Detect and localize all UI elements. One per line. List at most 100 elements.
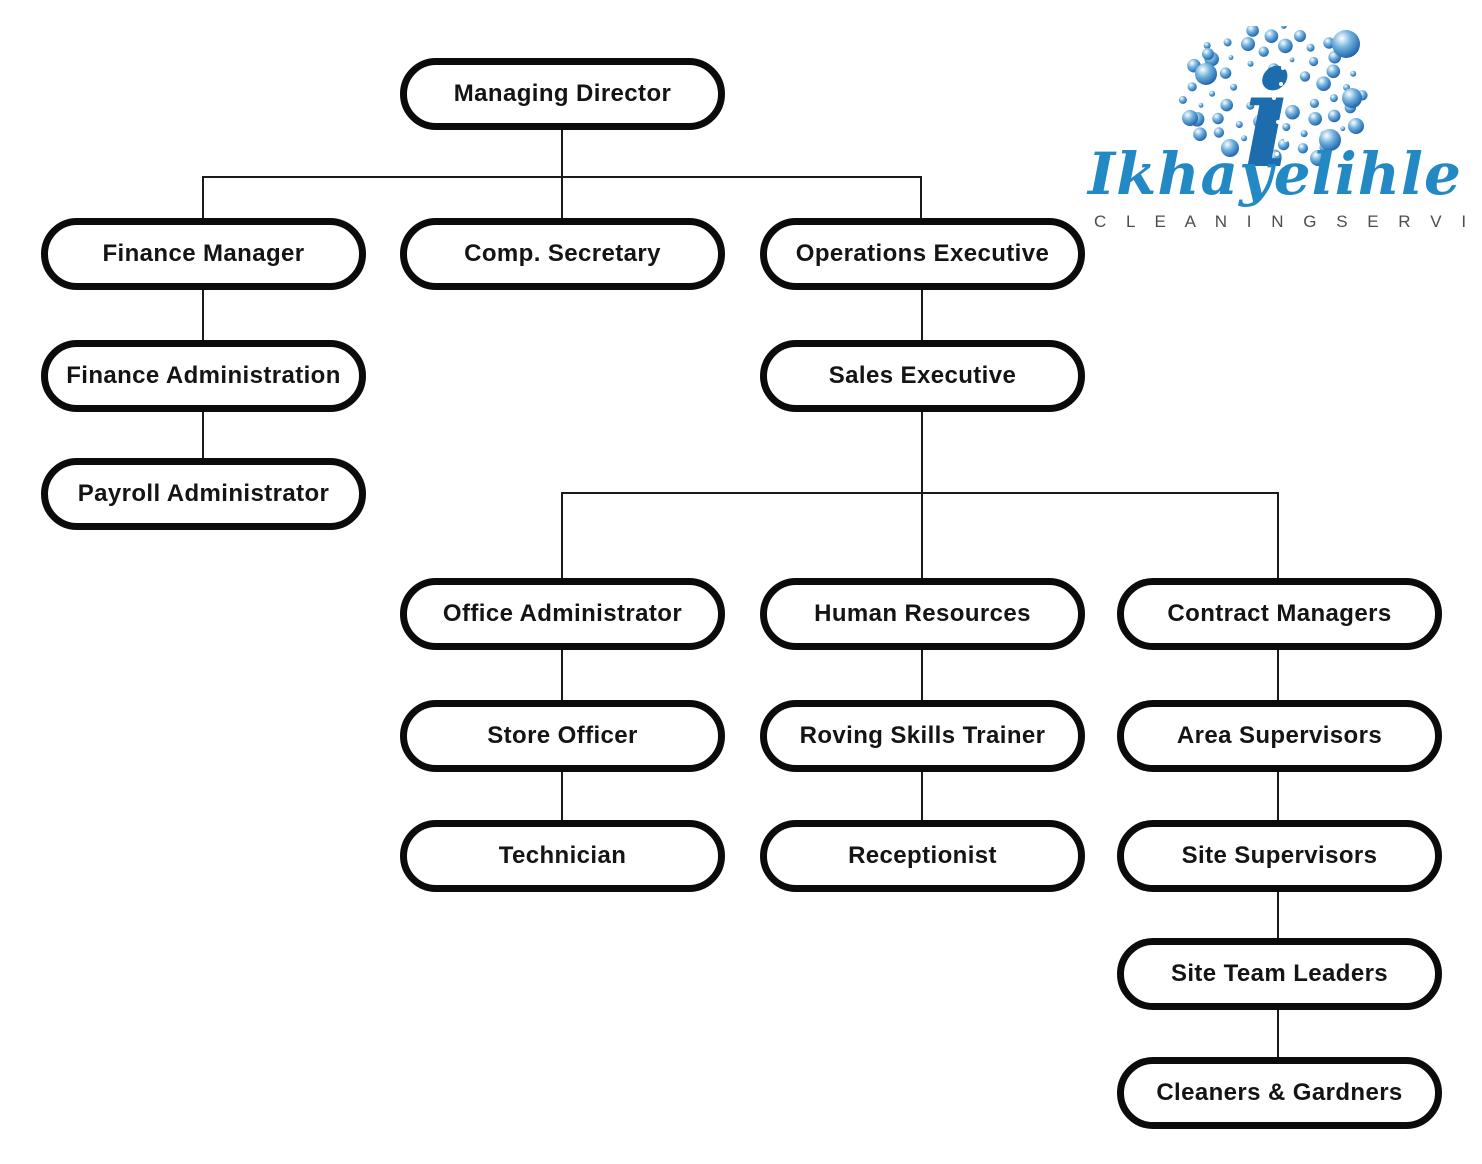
bubble-icon	[1261, 129, 1275, 143]
bubble-icon	[1326, 64, 1341, 79]
bubble-icon	[1319, 129, 1341, 151]
org-node-human-resources: Human Resources	[760, 578, 1085, 650]
bubble-icon	[1230, 83, 1238, 91]
org-node-payroll-administrator: Payroll Administrator	[41, 458, 366, 530]
connector-line	[921, 650, 923, 702]
bubble-icon	[1327, 109, 1341, 123]
org-node-site-team-leaders: Site Team Leaders	[1117, 938, 1442, 1010]
company-logo: i Ikhayelihle C L E A N I N G S E R V I …	[1088, 26, 1482, 232]
bubble-icon	[1253, 114, 1267, 129]
bubble-icon	[1235, 121, 1243, 128]
bubble-icon	[1182, 110, 1198, 126]
connector-line	[561, 650, 563, 702]
bubble-icon	[1323, 37, 1335, 49]
bubble-icon	[1309, 98, 1319, 108]
bubble-icon	[1340, 126, 1346, 132]
connector-line	[561, 770, 563, 822]
bubble-icon	[1187, 82, 1197, 92]
bubble-icon	[1350, 70, 1357, 77]
bubble-icon	[1195, 63, 1217, 85]
bubble-icon	[1289, 57, 1295, 63]
org-node-finance-administration: Finance Administration	[41, 340, 366, 412]
bubble-icon	[1279, 82, 1283, 86]
bubble-icon	[1272, 96, 1276, 100]
bubble-icon	[1202, 48, 1214, 60]
connector-line	[921, 290, 923, 342]
connector-line	[1277, 1010, 1279, 1059]
connector-line	[1277, 492, 1279, 580]
org-node-roving-skills-trainer: Roving Skills Trainer	[760, 700, 1085, 772]
bubble-icon	[1241, 135, 1248, 142]
bubble-icon	[1286, 102, 1290, 106]
bubble-icon	[1198, 102, 1204, 108]
connector-line	[1277, 648, 1279, 702]
org-node-sales-executive: Sales Executive	[760, 340, 1085, 412]
bubble-cluster-icon: i	[1178, 26, 1368, 198]
brand-subtitle: C L E A N I N G S E R V I C E S (PTY) LT…	[1094, 212, 1482, 232]
connector-line	[920, 176, 922, 220]
bubble-icon	[1219, 67, 1232, 79]
connector-line	[561, 492, 563, 580]
bubble-icon	[1275, 152, 1279, 156]
org-node-finance-manager: Finance Manager	[41, 218, 366, 290]
bubble-icon	[1254, 146, 1259, 152]
org-node-store-officer: Store Officer	[400, 700, 725, 772]
bubble-icon	[1306, 43, 1315, 52]
connector-line	[561, 492, 1279, 494]
bubble-icon	[1178, 95, 1187, 104]
bubble-icon	[1268, 63, 1280, 75]
bubble-icon	[1212, 112, 1224, 125]
org-node-office-administrator: Office Administrator	[400, 578, 725, 650]
bubble-icon	[1342, 88, 1362, 108]
connector-line	[202, 409, 204, 460]
bubble-icon	[1329, 94, 1338, 103]
bubble-icon	[1282, 123, 1291, 131]
bubble-icon	[1281, 66, 1285, 70]
bubble-icon	[1193, 127, 1207, 141]
connector-line	[921, 410, 923, 580]
bubble-icon	[1264, 29, 1279, 43]
org-node-operations-executive: Operations Executive	[760, 218, 1085, 290]
org-node-site-supervisors: Site Supervisors	[1117, 820, 1442, 892]
bubble-icon	[1332, 30, 1360, 58]
bubble-icon	[1310, 150, 1326, 166]
bubble-icon	[1209, 90, 1216, 97]
bubble-icon	[1294, 30, 1306, 42]
bubble-icon	[1247, 60, 1254, 67]
org-node-receptionist: Receptionist	[760, 820, 1085, 892]
bubble-icon	[1308, 112, 1322, 126]
connector-line	[921, 770, 923, 822]
bubble-icon	[1258, 46, 1269, 57]
bubble-icon	[1223, 38, 1232, 47]
brand-name: Ikhayelihle	[1088, 140, 1462, 208]
bubble-icon	[1348, 118, 1364, 134]
connector-line	[1277, 890, 1279, 940]
bubble-icon	[1276, 120, 1280, 124]
bubble-icon	[1221, 139, 1239, 157]
org-node-cleaners-gardners: Cleaners & Gardners	[1117, 1057, 1442, 1129]
connector-line	[202, 290, 204, 342]
bubble-icon	[1285, 104, 1300, 120]
bubble-icon	[1299, 71, 1311, 82]
bubble-icon	[1278, 38, 1293, 54]
bubble-icon	[1228, 55, 1234, 60]
org-node-managing-director: Managing Director	[400, 58, 725, 130]
bubble-icon	[1213, 127, 1225, 138]
bubble-icon	[1316, 76, 1331, 91]
bubble-icon	[1220, 98, 1233, 112]
bubble-icon	[1246, 101, 1255, 110]
connector-line	[561, 130, 563, 218]
org-node-comp-secretary: Comp. Secretary	[400, 218, 725, 290]
connector-line	[202, 176, 922, 178]
bubble-icon	[1284, 138, 1288, 142]
bubble-icon	[1280, 26, 1287, 29]
bubble-icon	[1203, 42, 1211, 49]
connector-line	[202, 176, 204, 220]
org-node-contract-managers: Contract Managers	[1117, 578, 1442, 650]
connector-line	[1277, 770, 1279, 822]
bubble-icon	[1300, 130, 1308, 138]
bubble-icon	[1246, 26, 1259, 37]
bubble-icon	[1241, 37, 1255, 51]
bubble-icon	[1309, 56, 1319, 67]
bubble-icon	[1297, 143, 1309, 154]
